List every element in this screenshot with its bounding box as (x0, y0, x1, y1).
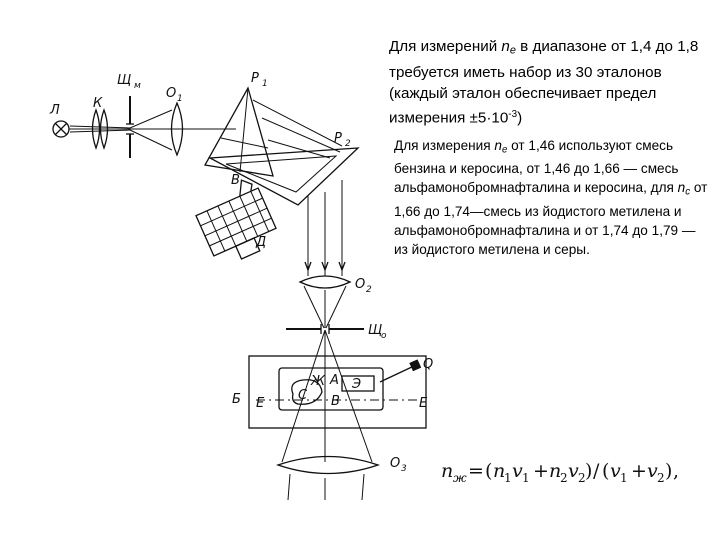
cell-v-label: В (331, 394, 340, 409)
ne-range-symbol: n (501, 38, 510, 55)
lamp-label: Л (49, 103, 60, 118)
beam-lower (69, 129, 131, 133)
edge-right-label: Е (419, 396, 428, 411)
beam-o2-slit-right (325, 285, 347, 329)
beam-p1-p2-mid (261, 117, 341, 153)
cell-g-label: Ж (310, 374, 326, 389)
ne-range-symbol-sub: e (509, 44, 516, 57)
formula-v1: v (512, 460, 523, 482)
formula-paren-open-2: ( (602, 460, 609, 482)
formula-equals: = (468, 460, 484, 482)
mixtures-symbol-2-sub: c (685, 186, 691, 198)
formula-n1-sub: 1 (504, 471, 512, 485)
prism-p1-label: Р (251, 71, 259, 86)
prism-p1-label-sub: 1 (262, 79, 268, 89)
formula-n2: n (549, 460, 561, 482)
mixtures-text-1: Для измерения (394, 138, 495, 153)
ne-range-exponent: -3 (508, 108, 518, 120)
beam-below-o3-right (361, 473, 365, 501)
mixtures-symbol-2: n (677, 180, 686, 196)
beam-p1-p2-lower (267, 139, 331, 159)
mixtures-text-3: от 1,66 до 1,74—смесь из йодистого метил… (394, 180, 708, 257)
formula-v4-sub: 2 (657, 471, 665, 485)
slit-o (286, 324, 364, 334)
beam-to-lens-lower (129, 129, 173, 151)
ne-range-text-2: в диапазоне от 1,4 до 1,8 требуется имет… (389, 38, 699, 127)
formula-v2-sub: 2 (578, 471, 586, 485)
ne-range-text-1: Для измерений (389, 38, 502, 55)
formula-v2: v (568, 460, 579, 482)
lens-o2-label: О (355, 277, 365, 292)
lens-o3-label: О (390, 456, 400, 471)
condenser-label: К (93, 96, 103, 111)
formula-n1: n (493, 460, 505, 482)
slit-m-label-sub: м (134, 81, 141, 91)
slit-o-label-sub: о (381, 331, 387, 341)
prism-p2-label-sub: 2 (345, 139, 351, 149)
formula-v3: v (610, 460, 621, 482)
beam-o2-slit-left (303, 285, 325, 329)
vessel-label: Б (232, 392, 241, 407)
formula-paren-open-1: ( (485, 460, 492, 482)
beam-to-lens-upper (129, 109, 173, 129)
lamp (52, 120, 70, 138)
vessel (248, 355, 427, 429)
ne-range-paragraph: Для измерений ne в диапазоне от 1,4 до 1… (389, 36, 711, 128)
q-label: Q (423, 357, 433, 372)
beams-to-o2 (304, 180, 346, 276)
formula-v4: v (647, 460, 658, 482)
q-element (379, 359, 422, 383)
mixtures-symbol-1-sub: e (501, 144, 508, 156)
drum-label: В (231, 173, 240, 188)
beam-p1-p2-upper (252, 99, 343, 147)
edge-left-label: Е (256, 396, 265, 411)
slit-o-label: Щ (368, 323, 382, 338)
lens-o1-label-sub: 1 (177, 94, 183, 104)
lens-o1 (170, 101, 184, 157)
formula-paren-close-1: ) (585, 460, 592, 482)
formula-v1-sub: 1 (522, 471, 530, 485)
mixtures-paragraph: Для измерения ne от 1,46 используют смес… (394, 136, 712, 259)
formula-plus-2: + (631, 460, 647, 482)
beam-fan-left (281, 329, 326, 463)
mixtures-symbol-1: n (494, 138, 502, 153)
cell-e-label: Э (351, 377, 361, 392)
mixtures-text-2: от 1,46 используют смесь бензина и керос… (394, 138, 679, 196)
beam-below-o3-left (287, 473, 291, 501)
slit-m-label: Щ (117, 73, 131, 88)
lens-o2 (298, 275, 352, 289)
prism-p1 (203, 86, 274, 177)
formula-paren-close-2: ) (665, 460, 672, 482)
formula-v3-sub: 1 (620, 471, 628, 485)
formula-plus-1: + (533, 460, 549, 482)
lens-o3 (275, 455, 381, 475)
cell-s-label: С (298, 388, 308, 403)
lens-o3-label-sub: 3 (401, 464, 407, 474)
drive-drum (195, 179, 277, 260)
formula-n2-sub: 2 (560, 471, 568, 485)
formula-slash: / (593, 460, 600, 482)
slit-m (126, 96, 134, 158)
mixture-formula: n ж = ( n 1 v 1 + n 2 v 2 ) / ( v 1 + v … (441, 460, 679, 485)
formula-lhs-sub: ж (453, 471, 467, 485)
formula-comma: , (673, 460, 679, 482)
cell-a-label: А (329, 373, 339, 388)
lens-o1-label: О (166, 86, 176, 101)
formula-lhs: n (441, 460, 453, 482)
condenser-lens (91, 108, 109, 150)
beam-upper (69, 125, 131, 129)
prism-p2-label: Р (334, 131, 342, 146)
prism-p2 (207, 147, 360, 206)
drive-label: Д (255, 235, 266, 250)
ne-range-text-3: ) (517, 109, 523, 127)
lens-o2-label-sub: 2 (366, 285, 372, 295)
beam-fan-right (324, 329, 373, 463)
